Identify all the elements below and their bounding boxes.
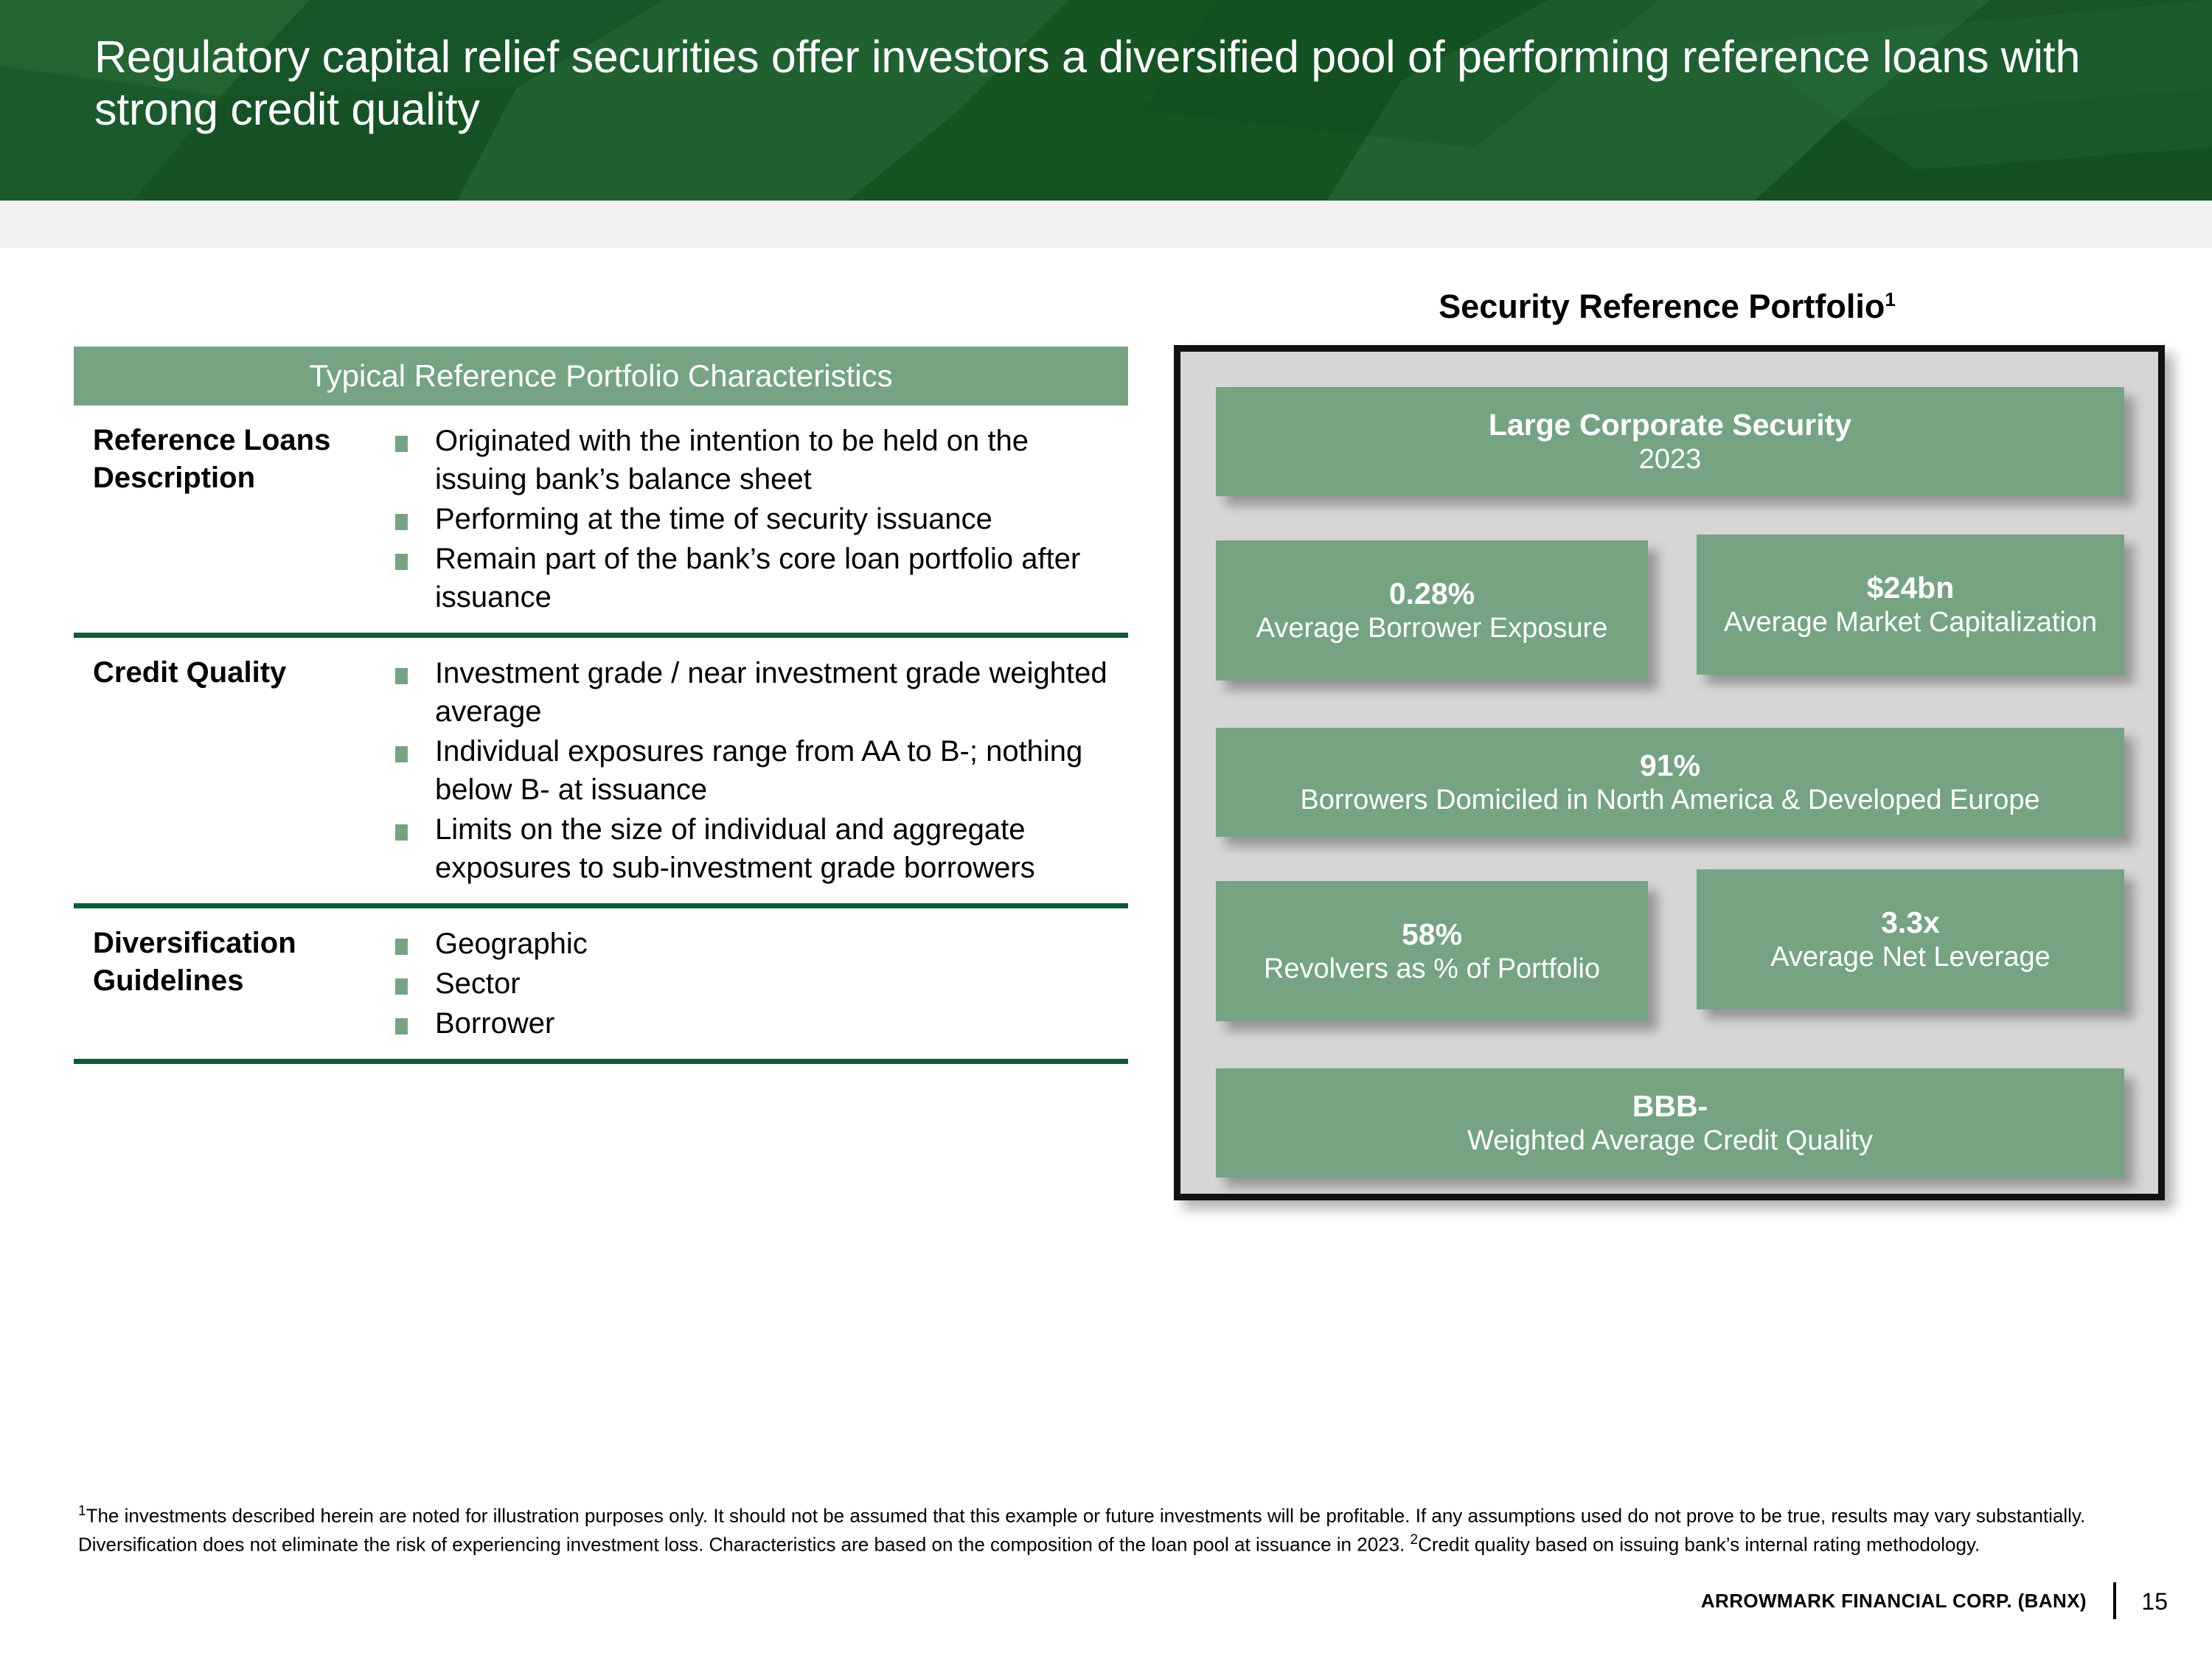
bullet-list: Originated with the intention to be held… xyxy=(383,422,1128,616)
square-bullet-icon xyxy=(395,824,408,841)
footer-divider xyxy=(2113,1582,2116,1619)
card-value: Large Corporate Security xyxy=(1488,407,1852,442)
row-label-reference-loans-description: Reference Loans Description xyxy=(93,424,331,495)
square-bullet-icon xyxy=(395,436,408,452)
square-bullet-icon xyxy=(395,939,408,955)
row-divider xyxy=(74,633,1128,638)
typical-reference-portfolio-table: Typical Reference Portfolio Characterist… xyxy=(74,347,1128,1064)
row-divider xyxy=(74,1059,1128,1064)
panel-title-text: Security Reference Portfolio xyxy=(1439,288,1885,325)
list-item-text: Individual exposures range from AA to B-… xyxy=(435,735,1083,806)
list-item: Limits on the size of individual and agg… xyxy=(383,810,1128,887)
card-value: BBB- xyxy=(1632,1088,1708,1123)
list-item: Geographic xyxy=(383,925,1128,963)
page-number: 15 xyxy=(2141,1588,2168,1615)
card-average-net-leverage: 3.3x Average Net Leverage xyxy=(1697,869,2124,1009)
square-bullet-icon xyxy=(395,1018,408,1034)
footnote-marker-2: 2 xyxy=(1410,1532,1419,1548)
card-weighted-average-credit-quality: BBB- Weighted Average Credit Quality xyxy=(1216,1068,2124,1178)
card-value: $24bn xyxy=(1866,570,1955,605)
square-bullet-icon xyxy=(395,668,408,684)
row-body: Geographic Sector Borrower xyxy=(383,925,1128,1044)
list-item: Borrower xyxy=(383,1004,1128,1043)
card-sublabel: Average Borrower Exposure xyxy=(1256,613,1608,644)
list-item: Individual exposures range from AA to B-… xyxy=(383,732,1128,809)
list-item-text: Remain part of the bank’s core loan port… xyxy=(435,543,1081,613)
list-item: Originated with the intention to be held… xyxy=(383,422,1128,498)
footnote-marker-1: 1 xyxy=(78,1503,86,1519)
list-item-text: Sector xyxy=(435,967,521,1000)
table-row: Reference Loans Description Originated w… xyxy=(74,406,1128,633)
square-bullet-icon xyxy=(395,746,408,762)
card-sublabel: 2023 xyxy=(1638,444,1702,475)
card-sublabel: Weighted Average Credit Quality xyxy=(1467,1125,1873,1156)
list-item: Investment grade / near investment grade… xyxy=(383,654,1128,731)
row-body: Investment grade / near investment grade… xyxy=(383,654,1128,888)
header-underband xyxy=(0,201,2212,248)
list-item-text: Investment grade / near investment grade… xyxy=(435,657,1107,728)
card-sublabel: Average Net Leverage xyxy=(1770,942,2051,973)
list-item: Sector xyxy=(383,964,1128,1003)
card-sublabel: Average Market Capitalization xyxy=(1723,607,2098,638)
header-polygon-pattern xyxy=(0,0,2212,201)
table-header-bar: Typical Reference Portfolio Characterist… xyxy=(74,347,1128,406)
list-item-text: Performing at the time of security issua… xyxy=(435,503,992,535)
card-revolvers-percent-of-portfolio: 58% Revolvers as % of Portfolio xyxy=(1216,881,1648,1021)
card-average-market-capitalization: $24bn Average Market Capitalization xyxy=(1697,535,2124,675)
square-bullet-icon xyxy=(395,978,408,995)
list-item-text: Originated with the intention to be held… xyxy=(435,425,1029,495)
row-label-credit-quality: Credit Quality xyxy=(93,656,287,689)
card-borrowers-domiciled: 91% Borrowers Domiciled in North America… xyxy=(1216,728,2124,837)
panel-title-footnote-marker: 1 xyxy=(1885,288,1896,310)
slide-header: Regulatory capital relief securities off… xyxy=(0,0,2212,201)
card-value: 0.28% xyxy=(1388,576,1475,611)
row-body: Originated with the intention to be held… xyxy=(383,422,1128,618)
company-brand-label: ARROWMARK FINANCIAL CORP. (BANX) xyxy=(1700,1590,2087,1612)
list-item-text: Borrower xyxy=(435,1007,555,1040)
row-label-diversification-guidelines: Diversification Guidelines xyxy=(93,927,296,998)
card-value: 3.3x xyxy=(1881,905,1940,939)
footnote-disclaimer: 1The investments described herein are no… xyxy=(78,1501,2143,1559)
footnote-text-2: Credit quality based on issuing bank’s i… xyxy=(1418,1534,1980,1556)
card-value: 91% xyxy=(1639,748,1701,782)
table-row: Diversification Guidelines Geographic Se… xyxy=(74,908,1128,1059)
page-title: Regulatory capital relief securities off… xyxy=(94,32,2081,135)
bullet-list: Investment grade / near investment grade… xyxy=(383,654,1128,887)
footnote-text-1: The investments described herein are not… xyxy=(78,1504,2086,1556)
card-value: 58% xyxy=(1401,917,1463,951)
table-header-label: Typical Reference Portfolio Characterist… xyxy=(309,358,893,393)
bullet-list: Geographic Sector Borrower xyxy=(383,925,1128,1043)
row-divider xyxy=(74,903,1128,908)
card-sublabel: Borrowers Domiciled in North America & D… xyxy=(1300,785,2040,815)
list-item-text: Limits on the size of individual and agg… xyxy=(435,813,1035,884)
square-bullet-icon xyxy=(395,514,408,530)
table-row: Credit Quality Investment grade / near i… xyxy=(74,638,1128,903)
card-average-borrower-exposure: 0.28% Average Borrower Exposure xyxy=(1216,540,1648,681)
square-bullet-icon xyxy=(395,554,408,570)
card-sublabel: Revolvers as % of Portfolio xyxy=(1263,953,1601,984)
list-item: Performing at the time of security issua… xyxy=(383,500,1128,538)
security-reference-portfolio-title: Security Reference Portfolio1 xyxy=(1169,288,2165,326)
card-large-corporate-security: Large Corporate Security 2023 xyxy=(1216,387,2124,496)
security-reference-portfolio-panel: Large Corporate Security 2023 0.28% Aver… xyxy=(1174,345,2165,1200)
list-item-text: Geographic xyxy=(435,928,588,960)
list-item: Remain part of the bank’s core loan port… xyxy=(383,540,1128,616)
